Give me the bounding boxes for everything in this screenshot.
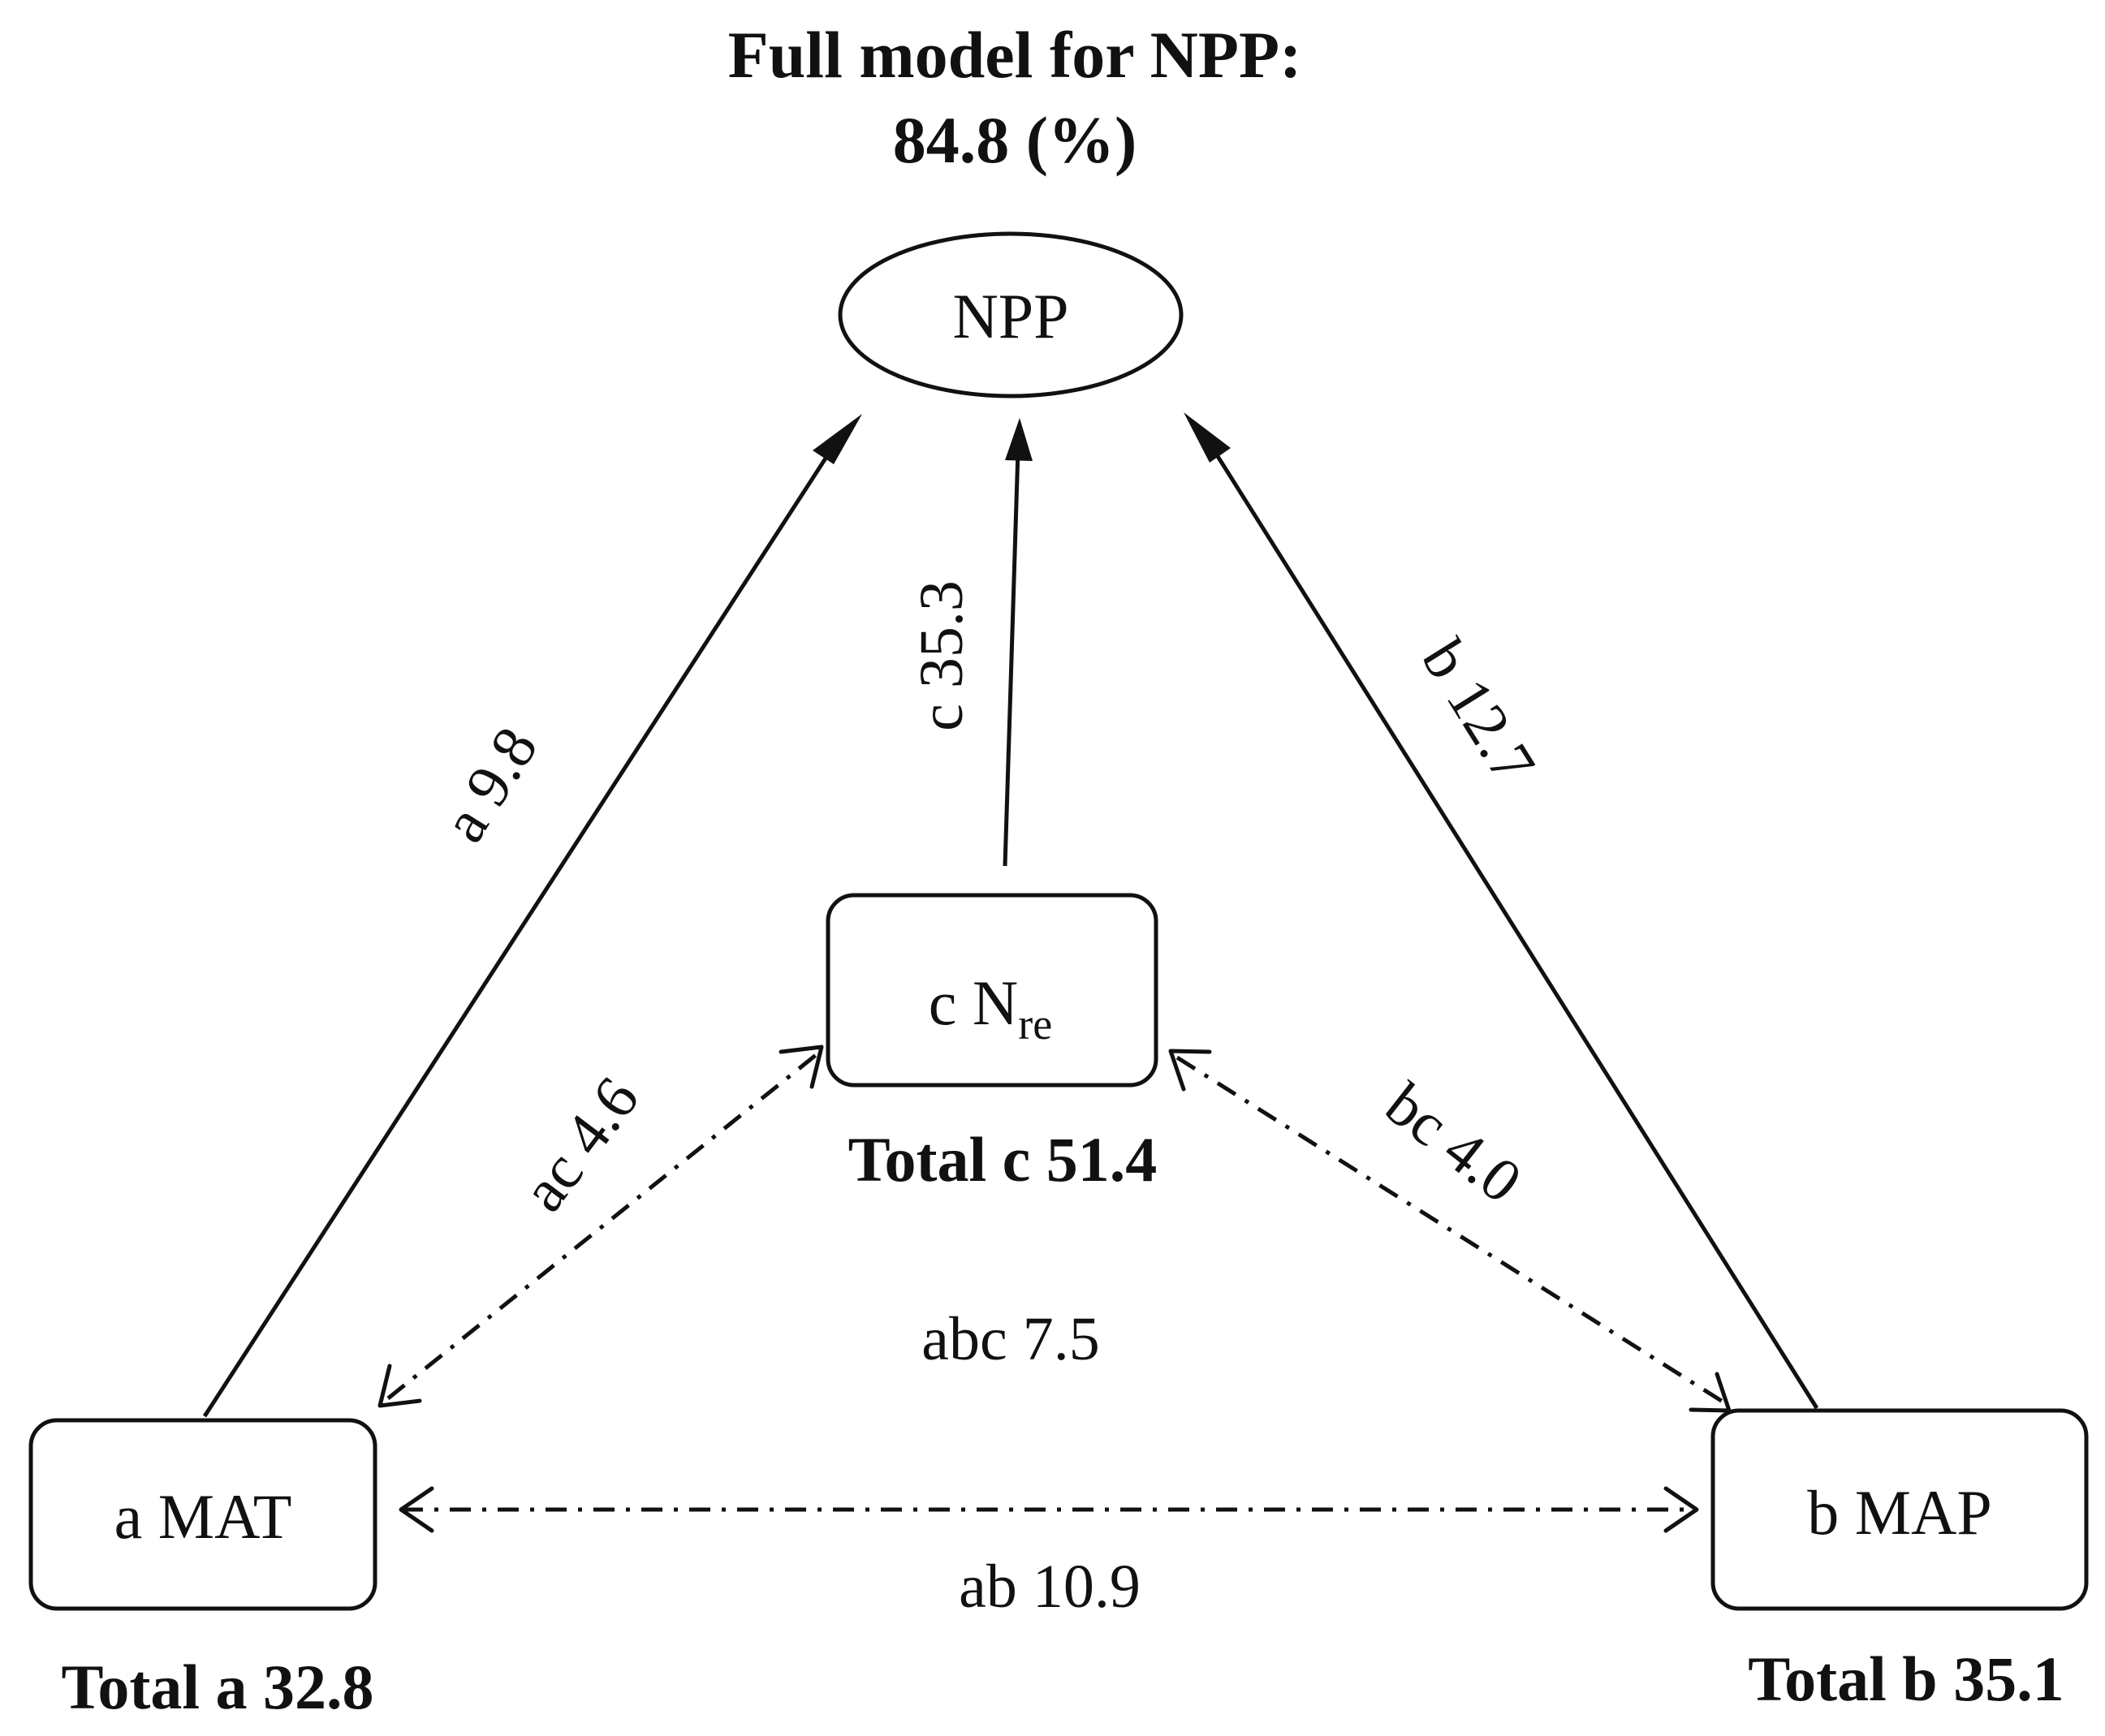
nre-node-label: c Nre: [929, 967, 1052, 1049]
npp-node: NPP: [838, 231, 1184, 398]
edge-label-ab: ab 10.9: [959, 1553, 1141, 1621]
edge-ab-mat-map: [399, 1486, 1699, 1533]
total-b-label: Total b 35.1: [1748, 1643, 2064, 1714]
arrowhead-b: [1184, 412, 1231, 463]
nre-node-subscript: re: [1018, 1000, 1052, 1049]
nre-node-prefix: c N: [929, 967, 1018, 1038]
total-a-label: Total a 32.8: [61, 1652, 373, 1722]
nre-node: c Nre: [826, 893, 1158, 1088]
arrowhead-a: [813, 414, 862, 464]
edge-label-b: b 12.7: [1408, 628, 1548, 795]
map-node: b MAP: [1710, 1408, 2089, 1611]
edge-label-a: a 9.8: [429, 716, 551, 854]
open-arrowhead-ab-mat: [399, 1486, 434, 1533]
edge-a-mat-to-npp: [202, 414, 862, 1418]
edge-c-nre-to-npp: [1003, 418, 1033, 867]
edge-label-abc: abc 7.5: [921, 1305, 1099, 1373]
edge-label-ac: ac 4.6: [509, 1065, 652, 1223]
total-c-label: Total c 51.4: [848, 1124, 1158, 1195]
open-arrowhead-ac-mat: [377, 1363, 422, 1408]
edge-bc-nre-map: [1168, 1049, 1732, 1413]
open-arrowhead-ab-map: [1663, 1486, 1699, 1533]
arrowhead-c: [1005, 418, 1033, 461]
mat-node-label: a MAT: [114, 1481, 292, 1552]
open-arrowhead-ac-nre: [779, 1045, 824, 1089]
edge-ac-mat-nre: [377, 1045, 824, 1408]
open-arrowhead-bc-map: [1689, 1372, 1732, 1413]
edge-label-c: c 35.3: [908, 580, 976, 731]
mat-node: a MAT: [28, 1418, 377, 1611]
map-node-label: b MAP: [1807, 1477, 1992, 1548]
edge-b-map-to-npp: [1184, 412, 1819, 1410]
open-arrowhead-bc-nre: [1168, 1049, 1212, 1092]
diagram-title-line2: 84.8 (%): [893, 103, 1137, 177]
diagram-title-line1: Full model for NPP:: [728, 18, 1302, 92]
npp-node-label: NPP: [952, 281, 1068, 351]
